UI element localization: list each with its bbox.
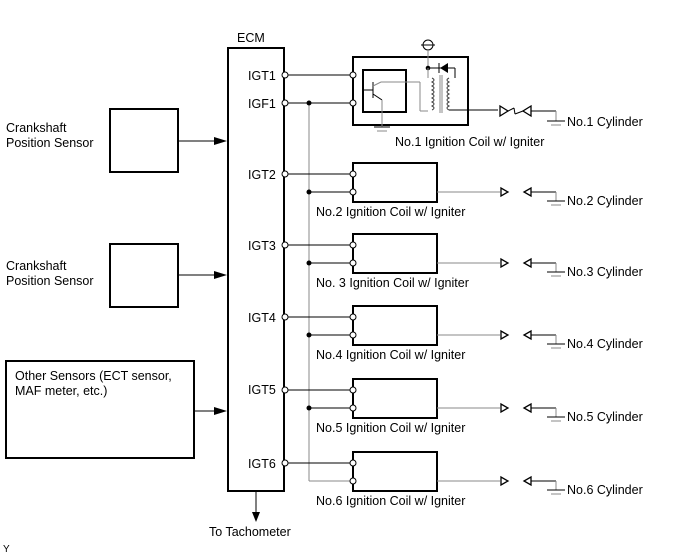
terminal-icon bbox=[281, 99, 289, 107]
coil-box bbox=[352, 56, 469, 126]
terminal-icon bbox=[349, 404, 357, 412]
sensor-label-line2: Position Sensor bbox=[6, 136, 94, 150]
spark-gap-line bbox=[507, 107, 515, 112]
cylinder-label: No.6 Cylinder bbox=[567, 483, 643, 497]
spark-gap-line bbox=[514, 110, 524, 115]
terminal-icon bbox=[281, 313, 289, 321]
transistor-emitter bbox=[372, 93, 383, 101]
sensor-crankshaft-1: Crankshaft Position Sensor bbox=[6, 108, 227, 173]
spark-plug-electrode-icon bbox=[522, 402, 532, 414]
ecm-block: ECM IGT1 IGF1 IGT2 IGT3 IGT4 IGT5 IGT6 T… bbox=[209, 31, 291, 539]
sensor-label-line1: Crankshaft bbox=[6, 259, 67, 273]
diode-icon bbox=[440, 63, 448, 73]
coil-label: No. 3 Ignition Coil w/ Igniter bbox=[316, 276, 469, 290]
ecm-pin-igt6: IGT6 bbox=[248, 457, 276, 471]
sensor-box bbox=[5, 360, 195, 459]
corner-mark: Y bbox=[3, 544, 10, 555]
spark-plug-electrode-icon bbox=[500, 329, 510, 341]
sensor-label-line1: Other Sensors (ECT sensor, bbox=[15, 369, 172, 383]
arrow-right-icon bbox=[214, 137, 227, 145]
terminal-icon bbox=[349, 170, 357, 178]
coil-box bbox=[352, 378, 438, 419]
junction-dot bbox=[306, 260, 312, 266]
spark-plug-electrode-icon bbox=[499, 104, 510, 118]
igniter-box bbox=[362, 69, 407, 113]
sensor-label-line2: Position Sensor bbox=[6, 274, 94, 288]
coil-label: No.4 Ignition Coil w/ Igniter bbox=[316, 348, 465, 362]
terminal-icon bbox=[349, 386, 357, 394]
ecm-pin-igf1: IGF1 bbox=[248, 97, 276, 111]
spark-plug-electrode-icon bbox=[500, 402, 510, 414]
cylinder-label: No.3 Cylinder bbox=[567, 265, 643, 279]
spark-plug-electrode-icon bbox=[521, 104, 532, 118]
spark-plug-electrode-icon bbox=[522, 329, 532, 341]
sensor-other: Other Sensors (ECT sensor, MAF meter, et… bbox=[5, 360, 227, 459]
spark-plug-electrode-icon bbox=[500, 475, 510, 487]
spark-plug-electrode-icon bbox=[522, 186, 532, 198]
cylinder-label: No.4 Cylinder bbox=[567, 337, 643, 351]
coil-box bbox=[352, 233, 438, 274]
terminal-icon bbox=[281, 386, 289, 394]
terminal-icon bbox=[349, 99, 357, 107]
cylinder-label: No.1 Cylinder bbox=[567, 115, 643, 129]
terminal-icon bbox=[281, 459, 289, 467]
coil-box bbox=[352, 451, 438, 492]
ecm-label: ECM bbox=[237, 31, 265, 45]
coil-label: No.1 Ignition Coil w/ Igniter bbox=[395, 135, 544, 149]
coil-box bbox=[352, 162, 438, 203]
sensor-box bbox=[109, 243, 179, 308]
spark-plug-electrode-icon bbox=[500, 257, 510, 269]
terminal-icon bbox=[349, 459, 357, 467]
ecm-box bbox=[227, 47, 285, 492]
junction-dot bbox=[306, 405, 312, 411]
sensor-crankshaft-2: Crankshaft Position Sensor bbox=[6, 243, 227, 308]
coil-1: No.1 Cylinder No.1 Ignition Coil w/ Igni… bbox=[281, 39, 643, 149]
tachometer-label: To Tachometer bbox=[209, 525, 291, 539]
coil-label: No.2 Ignition Coil w/ Igniter bbox=[316, 205, 465, 219]
spark-plug-electrode-icon bbox=[522, 475, 532, 487]
sensor-label-line2: MAF meter, etc.) bbox=[15, 384, 107, 398]
ecm-pin-igt2: IGT2 bbox=[248, 168, 276, 182]
cylinder-label: No.2 Cylinder bbox=[567, 194, 643, 208]
terminal-icon bbox=[349, 477, 357, 485]
terminal-icon bbox=[349, 331, 357, 339]
ecm-pin-igt4: IGT4 bbox=[248, 311, 276, 325]
coil-label: No.6 Ignition Coil w/ Igniter bbox=[316, 494, 465, 508]
ecm-pin-igt1: IGT1 bbox=[248, 69, 276, 83]
spark-plug-electrode-icon bbox=[500, 186, 510, 198]
terminal-icon bbox=[349, 259, 357, 267]
spark-gap-line bbox=[513, 107, 516, 115]
arrow-right-icon bbox=[214, 407, 227, 415]
secondary-coil-icon bbox=[446, 77, 451, 111]
junction-dot bbox=[306, 332, 312, 338]
arrow-down-icon bbox=[252, 512, 260, 522]
sensor-label-line1: Crankshaft bbox=[6, 121, 67, 135]
terminal-icon bbox=[349, 71, 357, 79]
cylinder-label: No.5 Cylinder bbox=[567, 410, 643, 424]
junction-dot bbox=[306, 189, 312, 195]
terminal-icon bbox=[349, 241, 357, 249]
transistor-collector bbox=[372, 81, 382, 87]
primary-coil-icon bbox=[430, 77, 435, 111]
coil-box bbox=[352, 305, 438, 346]
terminal-icon bbox=[281, 170, 289, 178]
ecm-pin-igt3: IGT3 bbox=[248, 239, 276, 253]
terminal-icon bbox=[349, 313, 357, 321]
coil-label: No.5 Ignition Coil w/ Igniter bbox=[316, 421, 465, 435]
ecm-pin-igt5: IGT5 bbox=[248, 383, 276, 397]
sensor-box bbox=[109, 108, 179, 173]
junction-dot bbox=[306, 100, 312, 106]
spark-plug-electrode-icon bbox=[522, 257, 532, 269]
arrow-right-icon bbox=[214, 271, 227, 279]
terminal-icon bbox=[349, 188, 357, 196]
terminal-icon bbox=[281, 241, 289, 249]
terminal-icon bbox=[281, 71, 289, 79]
